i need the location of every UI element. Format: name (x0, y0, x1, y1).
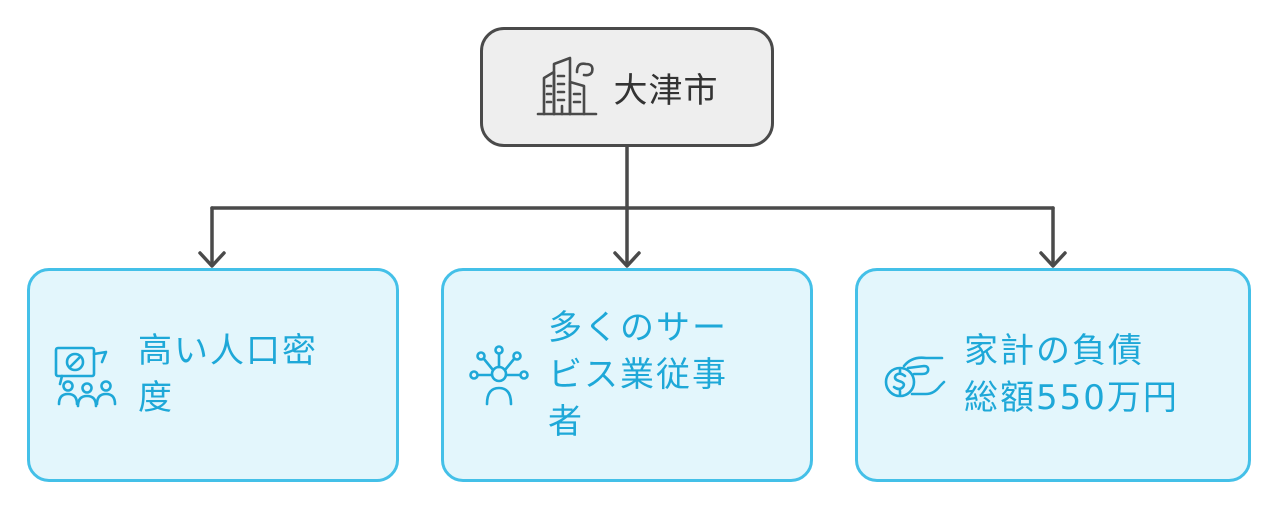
arrowhead-child-1 (198, 251, 226, 268)
child-label-line: 多くのサー (548, 307, 728, 348)
child-label: 高い人口密 度 (138, 328, 318, 422)
city-buildings-icon (536, 56, 597, 116)
child-label-line: ビス業従事 (548, 354, 728, 395)
child-label-line: 総額550万円 (964, 378, 1179, 418)
child-label-line: 家計の負債 (964, 331, 1144, 371)
arrowhead-child-2 (613, 251, 641, 268)
child-label: 家計の負債 総額550万円 (964, 328, 1179, 422)
child-node-service-workers: 多くのサー ビス業従事 者 (441, 268, 813, 482)
child-label: 多くのサー ビス業従事 者 (548, 305, 728, 446)
child-node-population-density: 高い人口密 度 (27, 268, 399, 482)
root-node: 大津市 (480, 27, 774, 147)
root-label: 大津市 (613, 70, 719, 111)
arrowhead-child-3 (1039, 251, 1067, 268)
population-density-icon (54, 346, 117, 408)
child-label-line: 者 (548, 401, 584, 442)
hand-money-debt-icon (884, 356, 946, 398)
child-label-line: 度 (138, 378, 174, 418)
child-node-household-debt: 家計の負債 総額550万円 (855, 268, 1251, 482)
child-label-line: 高い人口密 (138, 331, 318, 371)
service-network-person-icon (469, 345, 529, 406)
